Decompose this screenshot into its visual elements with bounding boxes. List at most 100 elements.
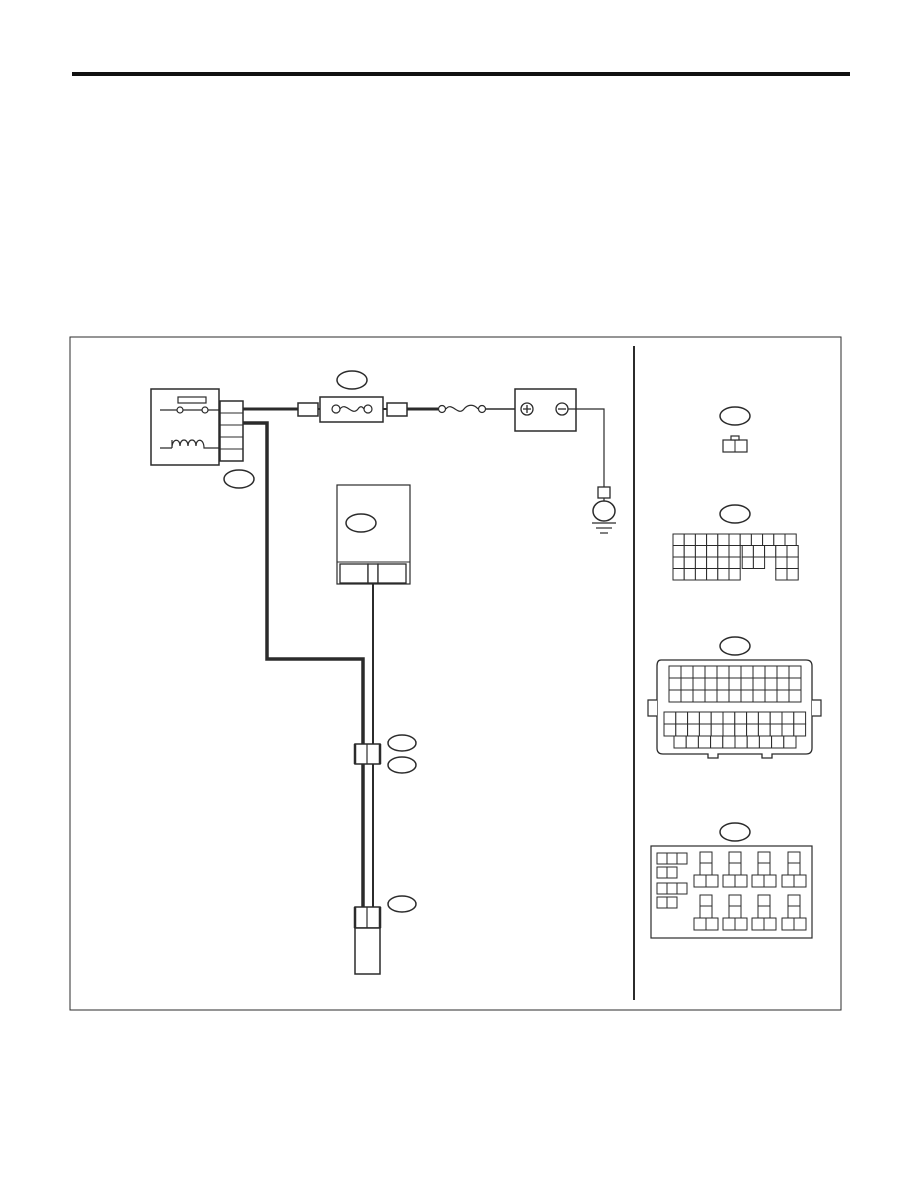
connector-pin [693, 917, 707, 931]
terminal-lead [728, 906, 742, 918]
connector-pin [683, 545, 696, 558]
connector-pin [710, 711, 724, 725]
connector-pin [697, 735, 712, 749]
connector-pin [728, 568, 741, 581]
connector-pin [781, 711, 795, 725]
connector-pin [781, 874, 795, 888]
connector-pin [675, 723, 689, 737]
connector-pin [716, 665, 730, 679]
connector-pin [752, 677, 766, 691]
connector-pin [672, 533, 685, 546]
connector-pin [722, 917, 736, 931]
connector-pin [672, 556, 685, 569]
connector-pin [666, 882, 678, 895]
connector-pin [764, 689, 778, 703]
connector-pin [788, 689, 802, 703]
connector-pin [705, 917, 719, 931]
connector-pin [786, 568, 799, 581]
connector-pin [786, 556, 799, 569]
connector-pin [776, 665, 790, 679]
connector-pin [734, 723, 748, 737]
connector-pin [722, 874, 736, 888]
terminal-lead [699, 863, 713, 875]
connector-pin [793, 711, 807, 725]
connector-pin [663, 711, 677, 725]
connector-pin [656, 866, 668, 879]
connector-pin [758, 735, 773, 749]
connector-pin [685, 735, 699, 749]
connector-pin [692, 689, 706, 703]
connector-pin [680, 689, 694, 703]
connector-pin [793, 917, 807, 931]
connector-marker-fuse [336, 370, 368, 390]
connector-pin [740, 677, 754, 691]
connector-pin [740, 665, 754, 679]
connector-pin [694, 533, 708, 546]
connector-pin [746, 711, 759, 725]
connector-pin [683, 568, 696, 581]
fusible-link-wire [407, 404, 515, 414]
connector-pin [781, 917, 795, 931]
connector-pin [734, 874, 748, 888]
sensor-component [353, 906, 382, 975]
header-rule [72, 72, 850, 76]
connector-pin [668, 677, 682, 691]
connector-pin [692, 665, 706, 679]
terminal-slot [728, 851, 742, 864]
connector-pin [764, 677, 778, 691]
connector-pin [693, 874, 707, 888]
connector-pin [746, 735, 760, 749]
connector-pin [752, 689, 766, 703]
connector-marker-sensor [387, 895, 417, 913]
connector-pin [666, 852, 678, 865]
connector-pin [717, 533, 730, 546]
connector-pin [734, 917, 748, 931]
terminal-lead [757, 906, 771, 918]
connector-marker-grid-a [719, 504, 751, 524]
connector-pin [728, 545, 741, 558]
terminal-lead [787, 906, 801, 918]
connector-pin [793, 874, 807, 888]
fuse-assembly [297, 370, 408, 423]
terminal-slot [757, 894, 771, 907]
connector-pin [728, 689, 742, 703]
connector-marker-upper [387, 734, 417, 752]
terminal-slot [787, 894, 801, 907]
connector-pin [704, 689, 718, 703]
connector-pin [728, 665, 742, 679]
connector-pin [675, 711, 689, 725]
connector-pin [734, 735, 748, 749]
connector-pin [698, 711, 712, 725]
connector-pin [769, 711, 783, 725]
connector-pin [706, 533, 719, 546]
connector-pin [740, 689, 754, 703]
connector-grid-c [650, 845, 813, 939]
connector-pin [769, 723, 783, 737]
connector-pin [750, 533, 764, 546]
connector-pin [739, 533, 752, 546]
connector-pin [752, 665, 766, 679]
connector-grid-b [647, 659, 822, 759]
connector-pin [775, 556, 788, 569]
connector-pin [783, 735, 797, 749]
ground-icon [592, 486, 616, 534]
control-module [336, 484, 411, 585]
terminal-slot [699, 851, 713, 864]
connector-pin [694, 568, 708, 581]
connector-pin [680, 665, 694, 679]
terminal-slot [787, 851, 801, 864]
connector-pin [687, 723, 700, 737]
connector-pin [763, 917, 777, 931]
connector-pin [776, 677, 790, 691]
connector-pin [706, 568, 719, 581]
connector-pin [676, 882, 688, 895]
connector-pin [728, 677, 742, 691]
connector-pin [656, 852, 668, 865]
connector-pin [668, 665, 682, 679]
connector-pin [717, 568, 730, 581]
connector-marker-lower [387, 756, 417, 774]
connector-pin [793, 723, 807, 737]
connector-pin [673, 735, 687, 749]
terminal-lead [787, 863, 801, 875]
